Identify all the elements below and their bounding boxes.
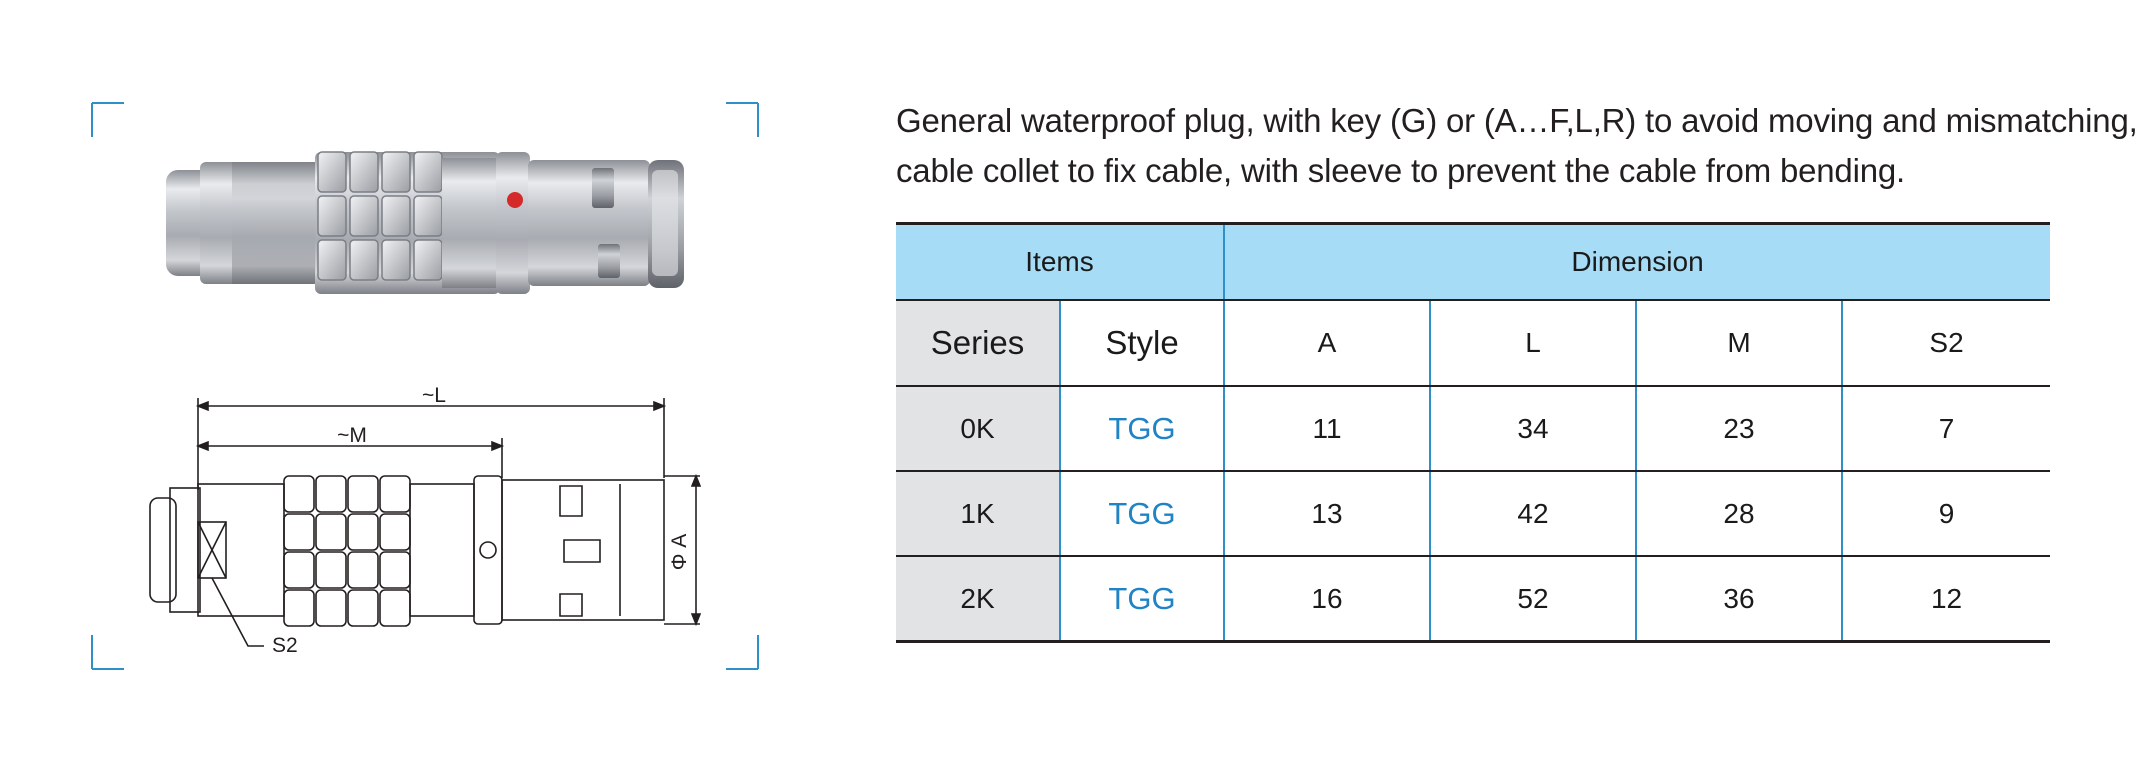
cell-l: 34 [1430, 386, 1637, 472]
knurl-drawing [283, 475, 411, 627]
cell-s2: 9 [1842, 471, 2051, 557]
dim-label-m: ~M [337, 424, 367, 447]
header-dimension: Dimension [1224, 223, 2051, 301]
dimension-table: Items Dimension Series Style A L M S2 0K… [896, 222, 2051, 643]
description-line-1: General waterproof plug, with key (G) or… [896, 102, 2138, 139]
cell-s2: 12 [1930, 582, 1963, 614]
cell-series: 0K [896, 386, 1061, 472]
frame-corner-bottom-right [726, 635, 759, 670]
column-header-style: Style [1060, 300, 1225, 387]
plug-photo [166, 151, 684, 294]
frame-corner-top-right [726, 102, 759, 137]
knurled-grip [317, 151, 443, 281]
dim-label-s2: S2 [272, 634, 298, 657]
column-header-a: A [1224, 300, 1431, 387]
frame-corner-bottom-left [91, 635, 124, 670]
cell-a: 13 [1224, 471, 1431, 557]
product-illustration: ~L ~M Φ A S2 [91, 102, 759, 670]
table-group-header-row: Items Dimension [896, 223, 2051, 301]
column-header-series: Series [896, 300, 1061, 387]
cell-series: 1K [896, 471, 1061, 557]
cell-style: TGG [1060, 556, 1225, 642]
plug-technical-drawing [149, 398, 702, 647]
table-row: 2K TGG 16 52 36 12 [896, 556, 2050, 642]
description-line-2: cable collet to fix cable, with sleeve t… [896, 152, 1905, 189]
frame-corners [91, 102, 759, 670]
dim-label-a: Φ A [668, 534, 691, 571]
cell-s2: 7 [1842, 386, 2051, 472]
cell-a: 16 [1224, 556, 1431, 642]
dim-label-l: ~L [422, 384, 446, 407]
column-header-m: M [1636, 300, 1843, 387]
table-row: 1K TGG 13 42 28 9 [896, 471, 2051, 557]
frame-corner-top-left [91, 102, 124, 137]
cell-m: 36 [1636, 556, 1843, 642]
cell-m: 28 [1636, 471, 1843, 557]
table-column-header-row: Series Style A L M S2 [896, 300, 2051, 387]
cell-style: TGG [1060, 386, 1225, 472]
cell-style: TGG [1060, 471, 1225, 557]
cell-m: 23 [1636, 386, 1843, 472]
cell-series: 2K [896, 556, 1061, 642]
cell-a: 11 [1224, 386, 1431, 472]
column-header-l: L [1430, 300, 1637, 387]
header-items: Items [896, 223, 1225, 301]
cell-l: 42 [1430, 471, 1637, 557]
product-description: General waterproof plug, with key (G) or… [896, 96, 2138, 196]
red-dot-marker [507, 192, 523, 208]
column-header-s2: S2 [1842, 300, 2051, 387]
table-row: 0K TGG 11 34 23 7 [896, 386, 2051, 472]
cell-l: 52 [1430, 556, 1637, 642]
